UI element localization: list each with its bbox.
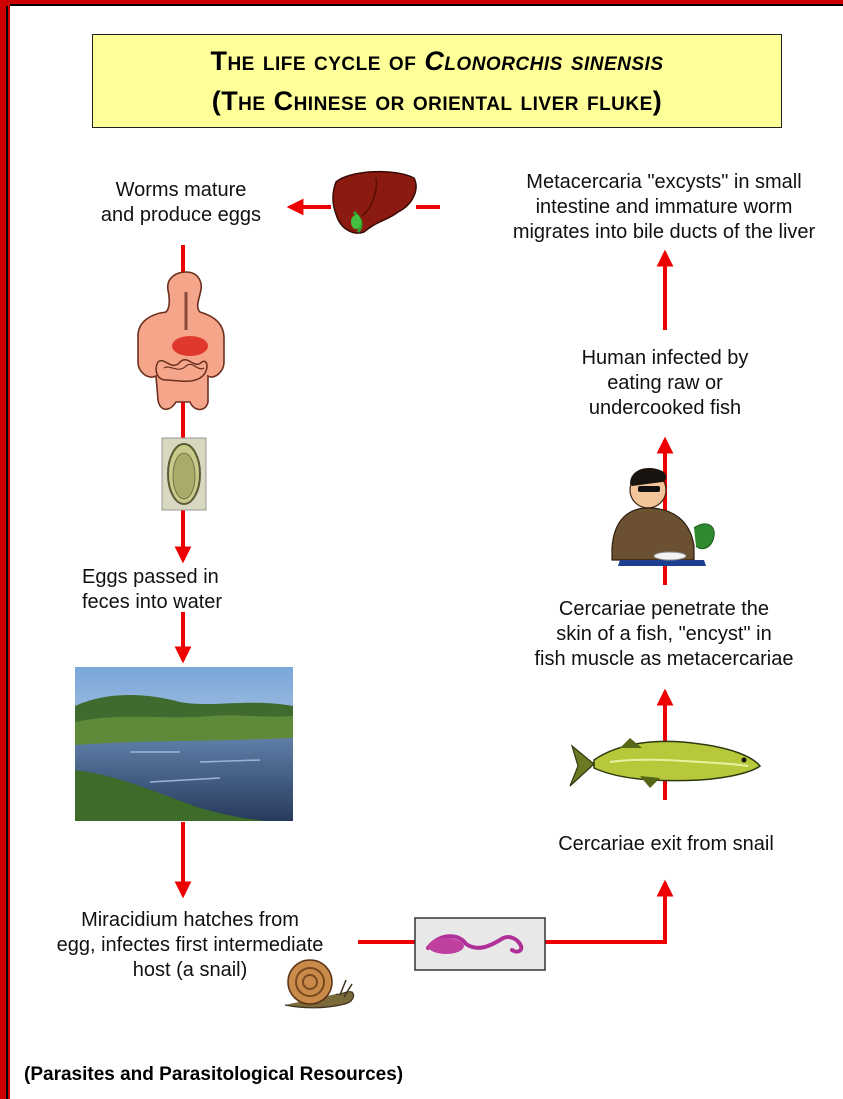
step-miracidium: Miracidium hatches from egg, infectes fi… [30,908,350,983]
person-eating-image [612,468,714,566]
step-eggs-passed: Eggs passed in feces into water [82,565,262,615]
fish-image [570,738,760,788]
step-human-infected: Human infected by eating raw or undercoo… [555,346,775,421]
source-credit: (Parasites and Parasitological Resources… [24,1064,403,1086]
egg-image [162,438,206,510]
step-cercariae-exit: Cercariae exit from snail [535,832,797,857]
river-landscape-image [75,667,293,821]
human-body-image [138,272,224,410]
step-cercariae-penetrate: Cercariae penetrate the skin of a fish, … [512,597,816,672]
step-worms-mature: Worms mature and produce eggs [85,178,277,228]
arrow-to-cercariae-exit [545,883,665,942]
cercaria-image [415,918,545,970]
liver-image [333,172,416,233]
step-metacercaria-excysts: Metacercaria "excysts" in small intestin… [486,170,842,245]
